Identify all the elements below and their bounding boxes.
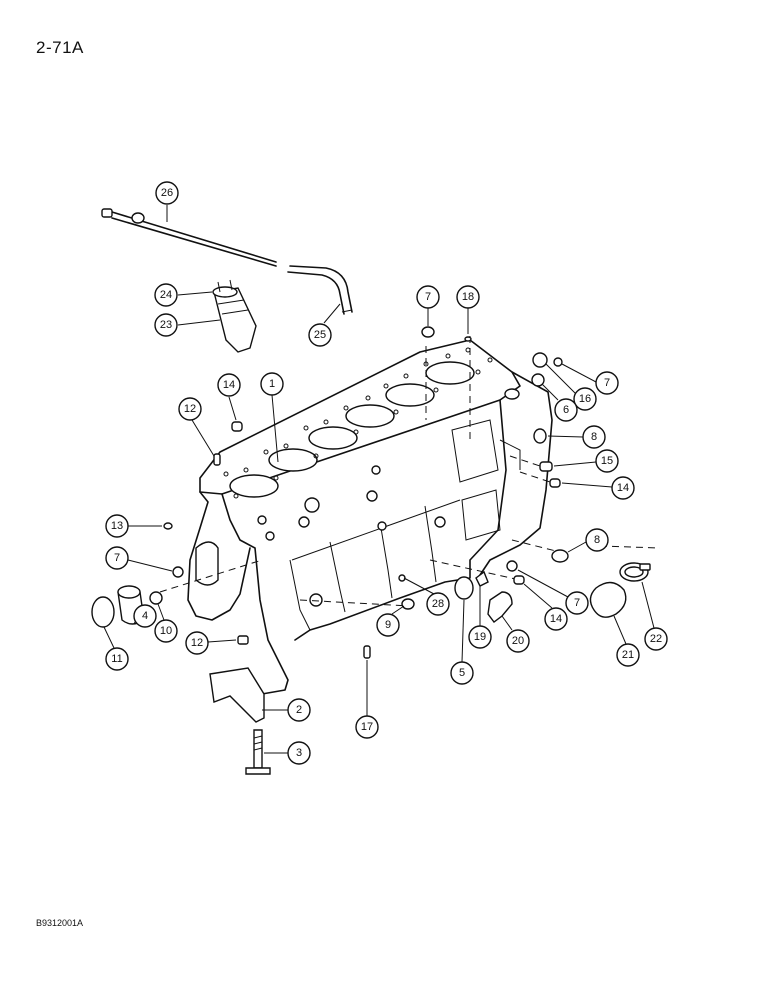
- dipstick: [101, 208, 277, 267]
- svg-text:5: 5: [459, 667, 465, 679]
- svg-text:25: 25: [314, 329, 326, 341]
- callout-7-top: 7: [416, 285, 440, 326]
- callout-11: 11: [103, 626, 129, 671]
- svg-text:7: 7: [604, 377, 610, 389]
- svg-text:8: 8: [594, 534, 600, 546]
- callout-17: 17: [355, 660, 379, 739]
- svg-text:15: 15: [601, 455, 613, 467]
- svg-text:20: 20: [512, 635, 524, 647]
- svg-text:12: 12: [191, 637, 203, 649]
- svg-text:26: 26: [161, 187, 173, 199]
- callout-3: 3: [264, 741, 311, 765]
- callout-26: 26: [155, 181, 179, 222]
- svg-text:10: 10: [160, 625, 172, 637]
- svg-text:3: 3: [296, 747, 302, 759]
- svg-text:21: 21: [622, 649, 634, 661]
- callout-9: 9: [376, 605, 405, 637]
- assembly-lines: [159, 336, 661, 607]
- callout-25: 25: [308, 303, 341, 347]
- callout-12-upper: 12: [178, 397, 215, 457]
- callout-5: 5: [450, 599, 474, 685]
- svg-text:14: 14: [223, 379, 235, 391]
- callout-16: 16: [545, 363, 597, 411]
- svg-text:11: 11: [111, 653, 122, 665]
- callout-20: 20: [501, 615, 530, 653]
- svg-text:22: 22: [650, 633, 662, 645]
- svg-text:9: 9: [385, 619, 391, 631]
- svg-text:2: 2: [296, 704, 302, 716]
- svg-text:4: 4: [142, 610, 148, 622]
- svg-text:24: 24: [160, 289, 172, 301]
- svg-text:14: 14: [617, 482, 629, 494]
- loose-parts: [91, 326, 651, 775]
- callout-21: 21: [613, 615, 640, 667]
- svg-text:28: 28: [432, 598, 444, 610]
- svg-text:17: 17: [361, 721, 373, 733]
- callout-6: 6: [541, 383, 578, 422]
- svg-text:13: 13: [111, 520, 123, 532]
- svg-text:14: 14: [550, 613, 562, 625]
- callout-23: 23: [154, 313, 221, 337]
- svg-text:23: 23: [160, 319, 172, 331]
- page-number: 2-71A: [36, 38, 84, 57]
- callouts: 26 24 23 25 7 18 7: [103, 181, 668, 765]
- callout-24: 24: [154, 283, 213, 307]
- callout-10: 10: [154, 603, 178, 643]
- callout-7-right: 7: [561, 363, 619, 395]
- callout-15: 15: [553, 449, 619, 473]
- svg-text:8: 8: [591, 431, 597, 443]
- callout-4: 4: [133, 604, 157, 628]
- callout-14-right: 14: [561, 476, 635, 500]
- callout-18: 18: [456, 285, 480, 334]
- callout-28: 28: [403, 577, 450, 616]
- callout-2: 2: [262, 698, 311, 722]
- figure-code: B9312001A: [36, 918, 84, 928]
- svg-text:12: 12: [184, 403, 196, 415]
- cylinder-block: [187, 339, 553, 695]
- callout-1: 1: [260, 372, 284, 463]
- callout-8-lower: 8: [567, 528, 609, 553]
- svg-text:18: 18: [462, 291, 474, 303]
- svg-text:19: 19: [474, 631, 486, 643]
- dipstick-guide: [212, 279, 257, 353]
- svg-text:16: 16: [579, 393, 591, 405]
- callout-19: 19: [468, 586, 492, 649]
- svg-text:1: 1: [269, 378, 275, 390]
- svg-text:7: 7: [425, 291, 431, 303]
- callout-14-upper: 14: [217, 373, 241, 421]
- callout-7-lower: 7: [517, 569, 589, 615]
- callout-13: 13: [105, 514, 162, 538]
- callout-14-lower: 14: [523, 583, 568, 631]
- callout-7-left: 7: [105, 546, 173, 572]
- dipstick-tube: [287, 265, 353, 315]
- callout-22: 22: [641, 581, 668, 651]
- svg-text:7: 7: [574, 597, 580, 609]
- svg-text:7: 7: [114, 552, 120, 564]
- svg-text:6: 6: [563, 404, 569, 416]
- callout-8-upper: 8: [547, 425, 606, 449]
- callout-12-lower: 12: [185, 631, 237, 655]
